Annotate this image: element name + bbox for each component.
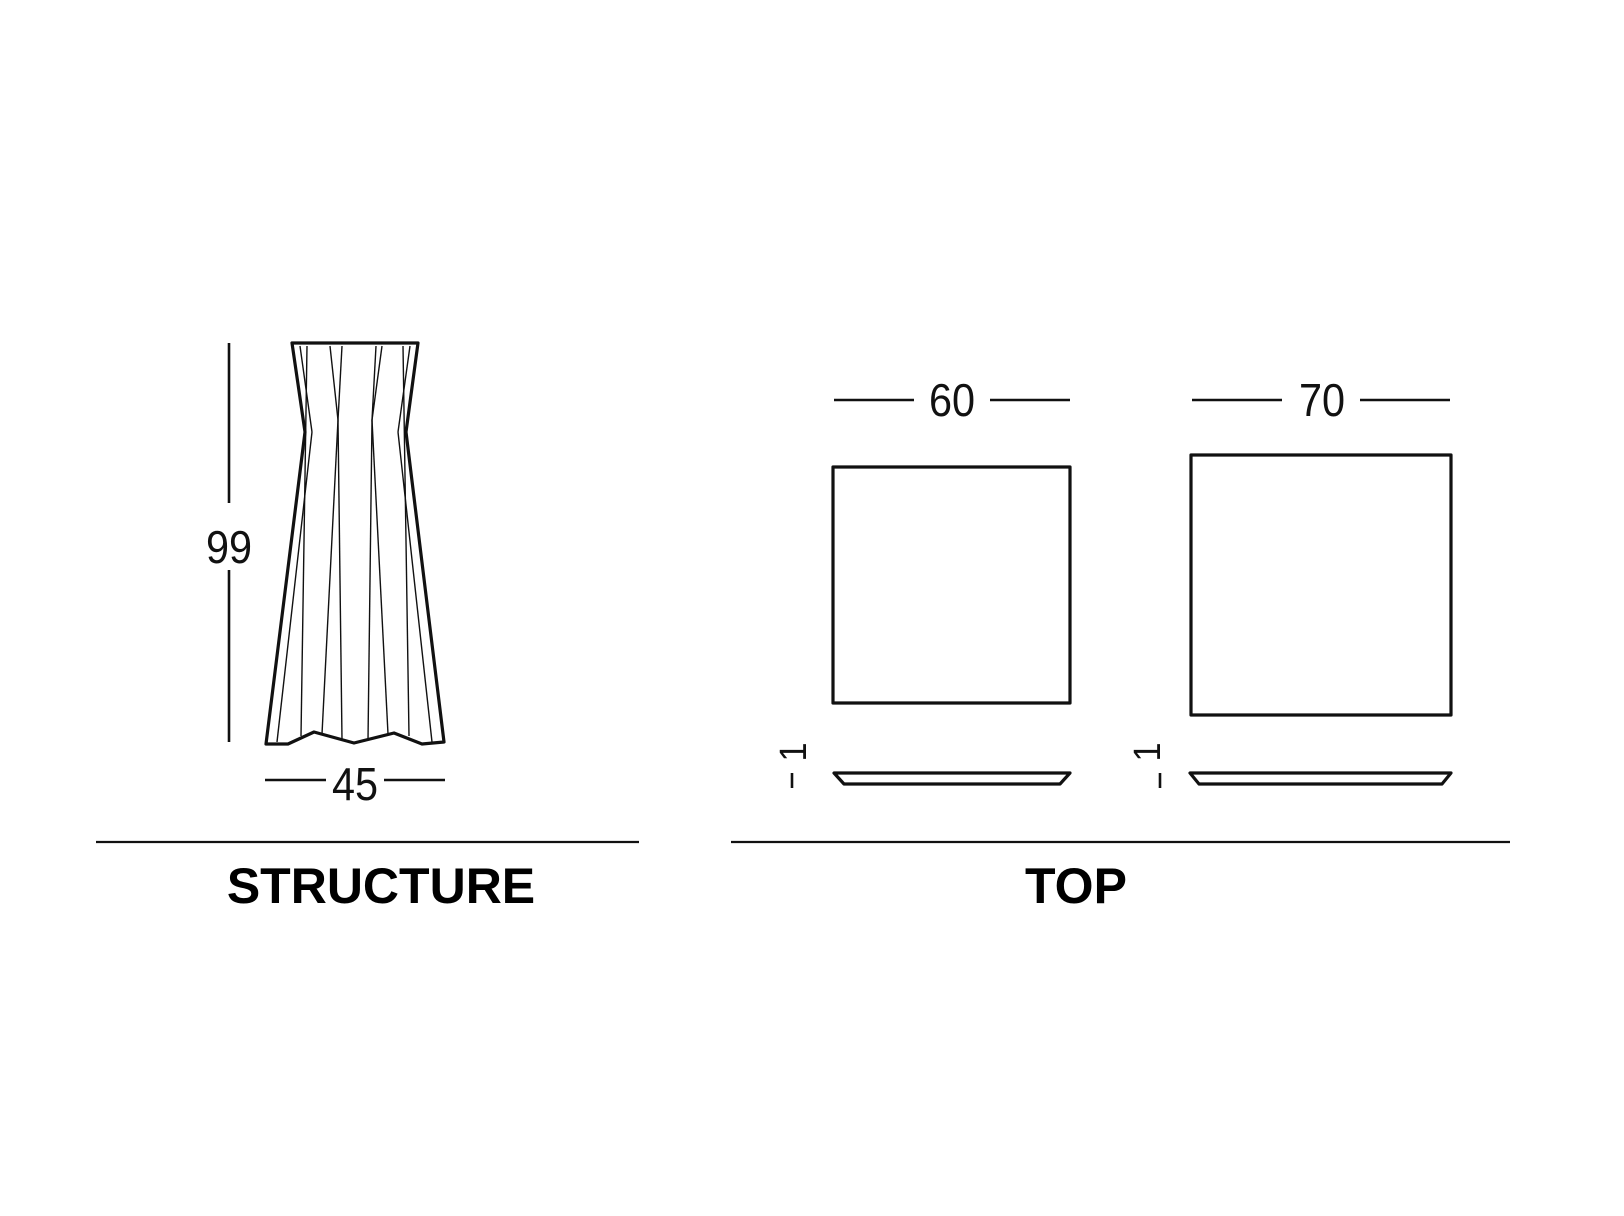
top-60-square [831, 465, 1072, 705]
structure-width-label: 45 [332, 759, 378, 811]
top-70-thickness-label: 1 [1125, 742, 1168, 761]
top-70-size-dimension: 70 [1192, 375, 1450, 427]
structure-height-label: 99 [206, 522, 252, 574]
top-70-thickness-dimension: 1 [1125, 742, 1168, 788]
top-60-drawing: 60 1 [771, 375, 1072, 788]
top-70-size-label: 70 [1299, 375, 1345, 427]
top-60-thickness-dimension: 1 [771, 742, 814, 788]
top-60-size-label: 60 [929, 375, 975, 427]
structure-fold-lines [276, 345, 433, 743]
top-60-thickness-label: 1 [771, 742, 814, 761]
structure-height-dimension: 99 [206, 343, 252, 742]
structure-drawing: 99 45 [206, 341, 446, 811]
structure-base-outline [264, 341, 446, 746]
top-title: TOP [1025, 858, 1127, 914]
top-70-drawing: 70 1 [1125, 375, 1453, 788]
top-70-square [1189, 453, 1453, 717]
top-60-profile [832, 771, 1072, 786]
top-70-profile [1188, 771, 1453, 786]
structure-width-dimension: 45 [265, 759, 445, 811]
structure-title: STRUCTURE [227, 858, 535, 914]
top-60-size-dimension: 60 [834, 375, 1070, 427]
